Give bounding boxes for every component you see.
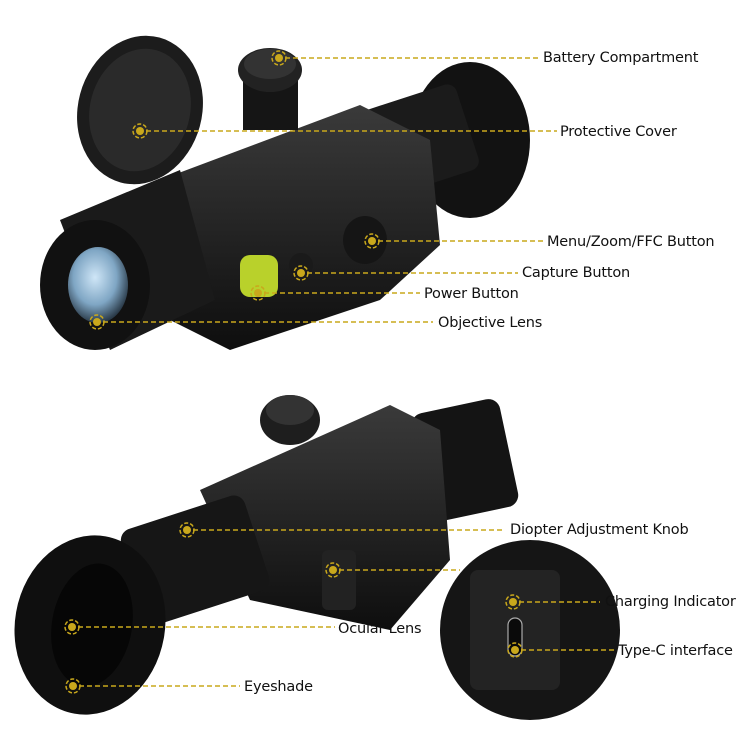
label-type-c-interface: Type-C interface (618, 643, 733, 659)
callout-dot-port-cover (325, 562, 341, 578)
callout-dot-power (250, 285, 266, 301)
objective-lens-glass (68, 247, 128, 323)
power-button-shape (240, 255, 278, 297)
port-cover (322, 550, 356, 610)
label-objective-lens: Objective Lens (438, 315, 543, 331)
label-capture-button: Capture Button (522, 265, 631, 281)
callout-dots (64, 50, 523, 694)
callout-dot-menu (364, 233, 380, 249)
bottom-scope (14, 395, 620, 720)
label-power-button: Power Button (424, 286, 519, 302)
scope-body-top (160, 105, 440, 350)
label-battery-compartment: Battery Compartment (543, 50, 699, 66)
callout-dot-battery (271, 50, 287, 66)
label-ocular-lens: Ocular Lens (338, 621, 422, 637)
label-protective-cover: Protective Cover (560, 124, 677, 140)
callout-dot-objective (89, 314, 105, 330)
callout-dot-eyeshade (65, 678, 81, 694)
top-scope (40, 35, 530, 350)
label-menu-zoom-ffc-button: Menu/Zoom/FFC Button (547, 234, 715, 250)
callout-dot-capture (293, 265, 309, 281)
callout-dot-ocular (64, 619, 80, 635)
callout-dot-cover (132, 123, 148, 139)
callout-dot-charging (505, 594, 521, 610)
callout-dot-diopter (179, 522, 195, 538)
label-diopter-adjustment-knob: Diopter Adjustment Knob (510, 522, 689, 538)
callout-dot-typec (507, 642, 523, 658)
menu-knob (343, 216, 387, 264)
callout-lines (78, 57, 615, 687)
label-eyeshade: Eyeshade (244, 679, 313, 695)
typec-port (507, 617, 523, 657)
label-charging-indicator: Charging Indicator (605, 594, 736, 610)
